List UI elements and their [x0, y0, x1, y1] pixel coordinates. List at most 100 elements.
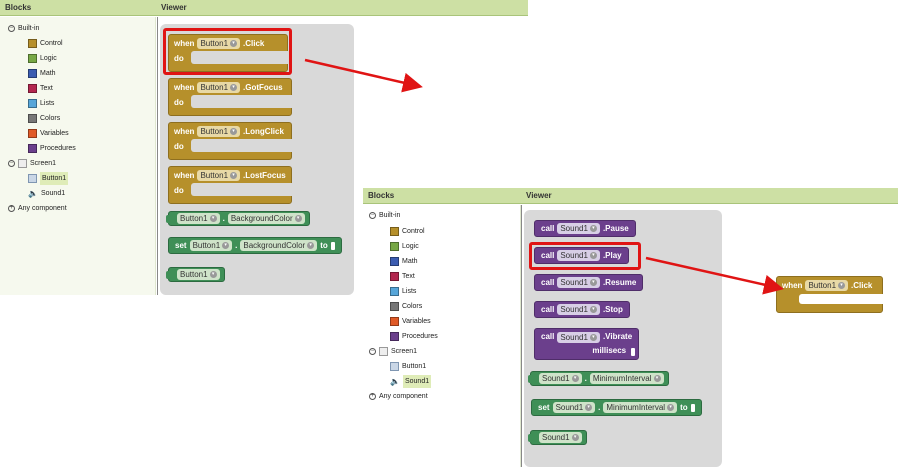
button-icon — [390, 362, 399, 371]
tree-item-label: Lists — [402, 288, 417, 295]
tree-any-component[interactable]: + Any component — [369, 390, 428, 403]
dot-separator: . — [584, 374, 587, 383]
tree-item-colors[interactable]: Colors — [390, 300, 422, 313]
statement-socket — [799, 294, 883, 304]
tree-any-component[interactable]: + Any component — [8, 202, 67, 215]
logic-swatch-icon — [28, 54, 37, 63]
tree-built-in[interactable]: − Built-in — [8, 22, 39, 35]
expand-icon[interactable]: + — [369, 393, 376, 400]
sound1-resume-call-block[interactable]: call Sound1▾ .Resume — [534, 274, 644, 291]
tree-built-in[interactable]: − Built-in — [369, 209, 400, 222]
sound1-stop-call-block[interactable]: call Sound1▾ .Stop — [534, 301, 630, 318]
value-socket — [631, 348, 636, 356]
component-dropdown[interactable]: Button1▾ — [197, 82, 241, 93]
component-dropdown[interactable]: Button1▾ — [197, 170, 241, 181]
property-dropdown[interactable]: MinimumInterval▾ — [589, 373, 664, 384]
tree-item-logic[interactable]: Logic — [28, 52, 57, 65]
blocks-tree: − Built-in Control Logic Math Text Lists… — [0, 17, 156, 295]
sound1-pause-call-block[interactable]: call Sound1▾ .Pause — [534, 220, 636, 237]
component-dropdown[interactable]: Button1▾ — [177, 213, 220, 224]
collapse-icon[interactable]: − — [8, 25, 15, 32]
tree-item-label: Procedures — [40, 145, 76, 152]
tree-item-colors[interactable]: Colors — [28, 112, 60, 125]
tree-screen1[interactable]: − Screen1 — [369, 345, 417, 358]
do-label: do — [174, 98, 184, 107]
tree-item-text[interactable]: Text — [28, 82, 53, 95]
component-dropdown[interactable]: Button1▾ — [197, 126, 241, 137]
tree-item-math[interactable]: Math — [28, 67, 56, 80]
tree-item-procedures[interactable]: Procedures — [28, 142, 76, 155]
control-swatch-icon — [390, 227, 399, 236]
component-dropdown[interactable]: Sound1▾ — [557, 304, 600, 315]
expand-icon[interactable]: + — [8, 205, 15, 212]
tree-screen1[interactable]: − Screen1 — [8, 157, 56, 170]
tree-item-text[interactable]: Text — [390, 270, 415, 283]
property-dropdown[interactable]: BackgroundColor▾ — [240, 240, 318, 251]
collapse-icon[interactable]: − — [8, 160, 15, 167]
value-socket — [330, 241, 335, 250]
tree-item-math[interactable]: Math — [390, 255, 418, 268]
property-dropdown[interactable]: BackgroundColor▾ — [227, 213, 305, 224]
tree-item-variables[interactable]: Variables — [390, 315, 431, 328]
sound1-component-block[interactable]: Sound1▾ — [528, 430, 587, 445]
component-dropdown[interactable]: Sound1▾ — [557, 223, 600, 234]
component-dropdown[interactable]: Sound1▾ — [557, 250, 600, 261]
tree-component-button1[interactable]: Button1 — [390, 360, 426, 373]
property-dropdown[interactable]: MinimumInterval▾ — [603, 402, 678, 413]
tree-item-variables[interactable]: Variables — [28, 127, 69, 140]
colors-swatch-icon — [28, 114, 37, 123]
collapse-icon[interactable]: − — [369, 348, 376, 355]
component-dropdown[interactable]: Sound1▾ — [557, 277, 600, 288]
statement-socket — [191, 95, 292, 108]
property-dropdown-label: BackgroundColor — [243, 241, 306, 250]
button1-backgroundcolor-getter[interactable]: Button1▾ . BackgroundColor▾ — [166, 211, 310, 226]
button1-component-block[interactable]: Button1▾ — [166, 267, 225, 282]
text-swatch-icon — [28, 84, 37, 93]
viewer-header: Viewer — [156, 0, 528, 16]
collapse-icon[interactable]: − — [369, 212, 376, 219]
set-sound1-minimuminterval-block[interactable]: set Sound1▾ . MinimumInterval▾ to — [531, 399, 702, 416]
tree-component-button1[interactable]: Button1 — [28, 172, 69, 185]
sound1-vibrate-call-block[interactable]: call Sound1▾ .Vibrate millisecs — [534, 328, 640, 360]
speaker-icon: 🔈 — [28, 189, 38, 198]
tree-item-lists[interactable]: Lists — [28, 97, 54, 110]
blocks-editor-top: Blocks Viewer − Built-in Control Logic M… — [0, 0, 528, 295]
component-dropdown[interactable]: Button1▾ — [189, 240, 233, 251]
statement-socket — [191, 183, 292, 196]
viewer-header-label: Viewer — [161, 3, 187, 12]
component-dropdown[interactable]: Sound1▾ — [557, 332, 600, 343]
tree-item-label: Text — [40, 85, 53, 92]
tree-item-procedures[interactable]: Procedures — [390, 330, 438, 343]
component-dropdown[interactable]: Button1▾ — [197, 38, 241, 49]
when-label: when — [174, 127, 195, 136]
sound1-minimuminterval-getter[interactable]: Sound1▾ . MinimumInterval▾ — [528, 371, 669, 386]
tree-item-lists[interactable]: Lists — [390, 285, 416, 298]
lists-swatch-icon — [390, 287, 399, 296]
blocks-header: Blocks — [363, 188, 521, 204]
tree-screen1-label: Screen1 — [30, 160, 57, 167]
component-dropdown[interactable]: Button1▾ — [177, 269, 220, 280]
tree-built-in-label: Built-in — [379, 212, 401, 219]
component-dropdown[interactable]: Sound1▾ — [552, 402, 596, 413]
tree-item-control[interactable]: Control — [28, 37, 63, 50]
set-button1-backgroundcolor-block[interactable]: set Button1▾ . BackgroundColor▾ to — [168, 237, 342, 254]
when-label: when — [782, 281, 803, 290]
tree-component-sound1[interactable]: 🔈 Sound1 — [28, 187, 65, 200]
component-dropdown[interactable]: Sound1▾ — [539, 373, 582, 384]
chevron-down-icon: ▾ — [222, 242, 230, 249]
tree-component-sound1[interactable]: 🔈 Sound1 — [390, 375, 432, 388]
tree-item-label: Logic — [40, 55, 57, 62]
component-dropdown[interactable]: Button1▾ — [805, 280, 849, 291]
tree-item-logic[interactable]: Logic — [390, 240, 419, 253]
tree-item-control[interactable]: Control — [390, 225, 425, 238]
text-swatch-icon — [390, 272, 399, 281]
call-label: call — [541, 332, 555, 341]
component-dropdown[interactable]: Sound1▾ — [539, 432, 582, 443]
sound1-play-call-block[interactable]: call Sound1▾ .Play — [534, 247, 629, 264]
chevron-down-icon: ▾ — [307, 242, 315, 249]
